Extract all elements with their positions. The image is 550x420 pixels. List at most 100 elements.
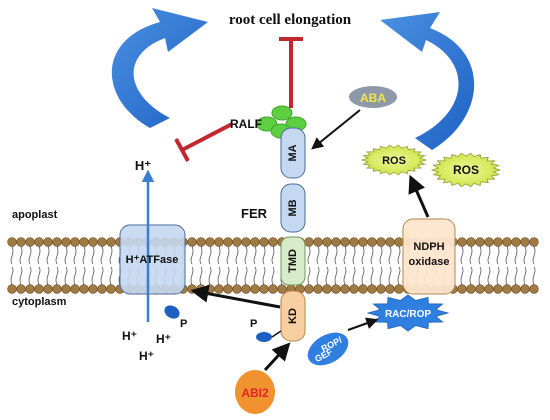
mb-label: MB bbox=[287, 199, 299, 216]
lipid-tail bbox=[478, 245, 482, 265]
lipid-tail bbox=[271, 266, 275, 286]
lipid-head bbox=[250, 284, 260, 294]
ndph-oxidase-box bbox=[402, 218, 456, 295]
lipid-head bbox=[358, 237, 368, 247]
rop-gef-node bbox=[307, 332, 349, 366]
lipid-head bbox=[70, 284, 80, 294]
lipid-head bbox=[250, 237, 260, 247]
kd-domain bbox=[280, 290, 306, 342]
lipid-tail bbox=[397, 245, 401, 265]
lipid-tail bbox=[46, 266, 50, 286]
lipid-head bbox=[367, 237, 377, 247]
kd-to-atpase-arrow bbox=[190, 284, 281, 309]
lipid-tail bbox=[208, 245, 212, 265]
lipid-head bbox=[457, 284, 467, 294]
ndph-label-line1: NDPH bbox=[413, 241, 444, 253]
lipid-head bbox=[475, 284, 485, 294]
lipid-tail bbox=[361, 266, 365, 286]
lipid-tail bbox=[91, 266, 95, 286]
diagram-title: root cell elongation bbox=[229, 12, 352, 28]
lipid-head bbox=[502, 284, 512, 294]
lipid-tail bbox=[73, 245, 77, 265]
lipid-tail bbox=[379, 245, 383, 265]
lipid-head bbox=[214, 237, 224, 247]
aba-to-ma-arrow bbox=[311, 109, 361, 150]
lipid-tail bbox=[253, 266, 257, 286]
lipid-head bbox=[70, 237, 80, 247]
lipid-head bbox=[367, 284, 377, 294]
lipid-head bbox=[79, 284, 89, 294]
lipid-head bbox=[484, 284, 494, 294]
lipid-tail bbox=[397, 266, 401, 286]
kd-to-p-line bbox=[271, 330, 282, 338]
ndph-label-line2: oxidase bbox=[409, 256, 450, 268]
lipid-tail bbox=[343, 266, 347, 286]
lipid-tail bbox=[226, 245, 230, 265]
lipid-tail bbox=[55, 266, 59, 286]
tmd-domain bbox=[280, 236, 306, 286]
abi2-label: ABI2 bbox=[241, 386, 269, 400]
ralf-label: RALF bbox=[230, 117, 262, 131]
lipid-heads-top bbox=[7, 237, 539, 247]
lipid-head bbox=[313, 284, 323, 294]
lipid-tail bbox=[100, 245, 104, 265]
rac-rop-burst bbox=[366, 294, 450, 332]
lipid-head bbox=[88, 284, 98, 294]
lipid-tail bbox=[379, 266, 383, 286]
lipid-tail bbox=[532, 245, 536, 265]
inhibit-ralf-to-hplus bbox=[174, 122, 233, 162]
ros-label-1: ROS bbox=[382, 155, 406, 167]
lipid-head bbox=[313, 237, 323, 247]
lipid-tail bbox=[514, 245, 518, 265]
lipid-tail bbox=[226, 266, 230, 286]
lipid-tail bbox=[307, 266, 311, 286]
lipid-tail bbox=[37, 266, 41, 286]
lipid-tail bbox=[469, 266, 473, 286]
apoplast-label: apoplast bbox=[12, 209, 58, 221]
lipid-tail bbox=[253, 245, 257, 265]
lipid-tail bbox=[505, 266, 509, 286]
lipid-tail bbox=[514, 266, 518, 286]
lipid-head bbox=[241, 237, 251, 247]
lipid-head bbox=[502, 237, 512, 247]
lipid-tail bbox=[109, 245, 113, 265]
lipid-tail bbox=[109, 266, 113, 286]
left-swoosh-arrow bbox=[111, 8, 208, 128]
tmd-label: TMD bbox=[287, 249, 299, 273]
lipid-head bbox=[88, 237, 98, 247]
inhibit-to-elongation bbox=[279, 37, 303, 108]
lipid-head bbox=[52, 284, 62, 294]
fer-receptor bbox=[280, 127, 306, 342]
lipid-tail bbox=[10, 266, 14, 286]
lipid-tail bbox=[82, 266, 86, 286]
ros-burst-1 bbox=[360, 144, 428, 176]
lipid-tail bbox=[244, 245, 248, 265]
lipid-tail bbox=[73, 266, 77, 286]
lipid-head bbox=[232, 284, 242, 294]
lipid-head bbox=[484, 237, 494, 247]
ros-label-2: ROS bbox=[453, 163, 479, 177]
lipid-tail bbox=[460, 266, 464, 286]
lipid-tail bbox=[244, 266, 248, 286]
lipid-tail bbox=[343, 245, 347, 265]
lipid-head bbox=[322, 237, 332, 247]
lipid-tail bbox=[271, 245, 275, 265]
lipid-head bbox=[529, 284, 539, 294]
lipid-tail bbox=[307, 245, 311, 265]
lipid-head bbox=[322, 284, 332, 294]
lipid-head bbox=[79, 237, 89, 247]
lipid-head bbox=[25, 237, 35, 247]
lipid-head bbox=[520, 237, 530, 247]
lipid-tail bbox=[325, 266, 329, 286]
lipid-tail bbox=[28, 245, 32, 265]
lipid-tail bbox=[262, 266, 266, 286]
lipid-head bbox=[511, 237, 521, 247]
lipid-head bbox=[394, 284, 404, 294]
lipid-tail bbox=[37, 245, 41, 265]
lipid-head bbox=[349, 237, 359, 247]
hplus-top-label: H⁺ bbox=[135, 158, 151, 173]
atpase-p-label: P bbox=[180, 318, 187, 330]
lipid-tail bbox=[352, 245, 356, 265]
lipid-head bbox=[340, 284, 350, 294]
lipid-head bbox=[61, 237, 71, 247]
